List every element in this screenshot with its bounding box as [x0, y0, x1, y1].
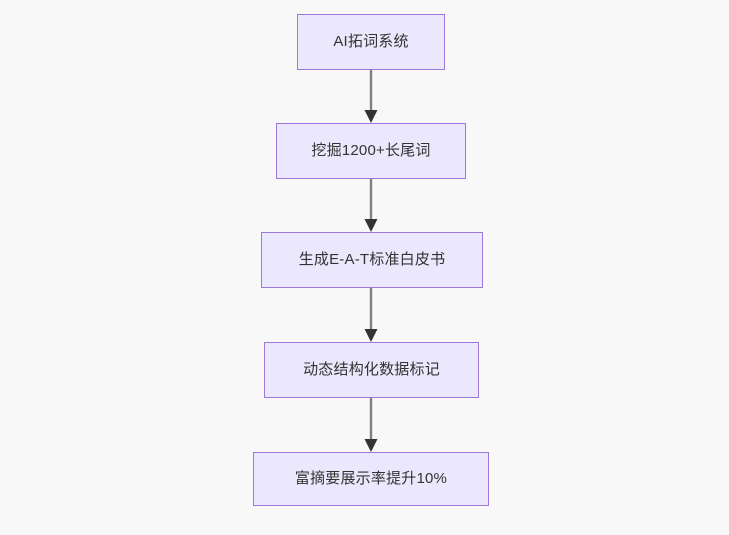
- flow-node-ai-keyword-system[interactable]: AI拓词系统: [297, 14, 445, 70]
- connector-arrow-4: [359, 398, 383, 452]
- arrow-1-head-icon: [364, 110, 378, 123]
- arrow-3-svg: [364, 288, 378, 342]
- arrow-4-svg: [364, 398, 378, 452]
- flow-node-label: AI拓词系统: [333, 33, 409, 50]
- arrow-4-head-icon: [364, 439, 378, 452]
- flow-node-label: 生成E-A-T标准白皮书: [298, 251, 446, 268]
- flow-node-structured-data-markup[interactable]: 动态结构化数据标记: [264, 342, 479, 398]
- arrow-3-head-icon: [364, 329, 378, 342]
- flow-node-label: 富摘要展示率提升10%: [294, 470, 448, 487]
- arrow-2-svg: [364, 179, 378, 232]
- connector-arrow-2: [359, 179, 383, 232]
- arrow-1-svg: [364, 70, 378, 123]
- flow-node-label: 动态结构化数据标记: [303, 361, 440, 378]
- flow-node-label: 挖掘1200+长尾词: [311, 142, 431, 159]
- flow-node-longtail-keywords[interactable]: 挖掘1200+长尾词: [276, 123, 466, 179]
- connector-arrow-3: [359, 288, 383, 342]
- arrow-2-head-icon: [364, 219, 378, 232]
- flow-node-rich-snippet-result[interactable]: 富摘要展示率提升10%: [253, 452, 489, 506]
- flow-node-eat-whitepaper[interactable]: 生成E-A-T标准白皮书: [261, 232, 483, 288]
- connector-arrow-1: [359, 70, 383, 123]
